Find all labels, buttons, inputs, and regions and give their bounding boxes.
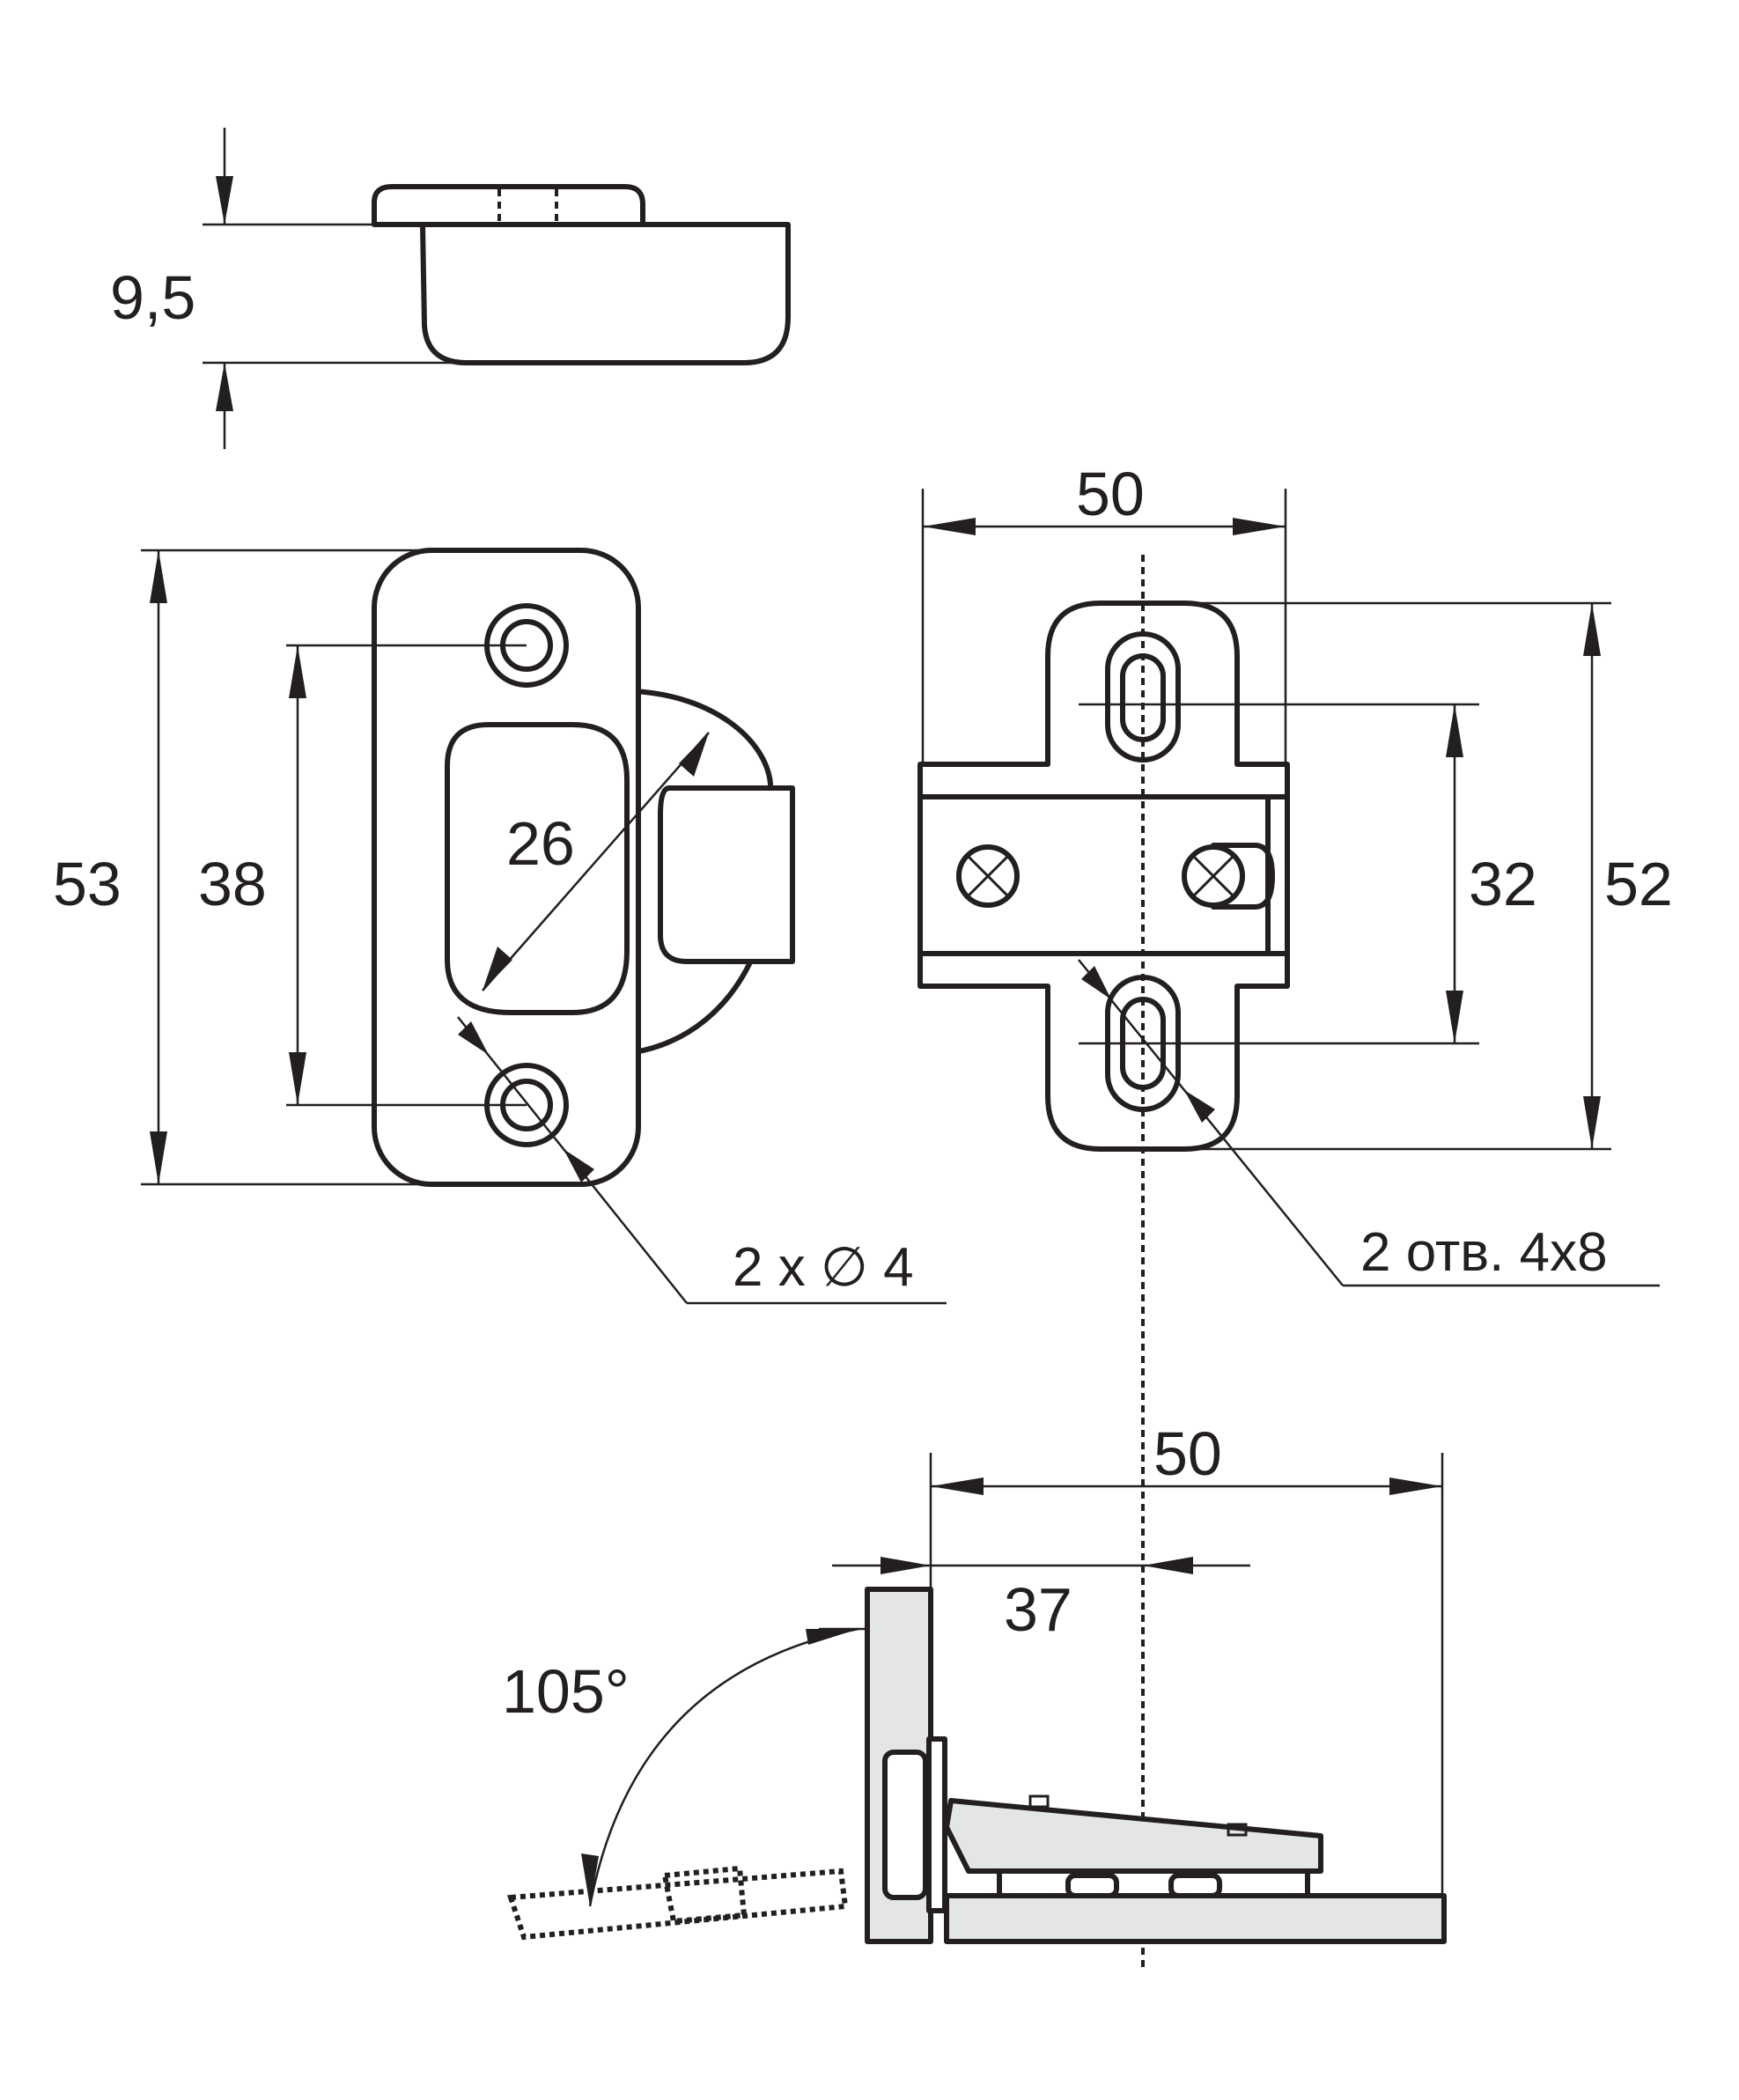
arrow (1081, 966, 1111, 999)
base-screw (1168, 1873, 1222, 1898)
diameter-line (482, 732, 710, 991)
base-screw (1065, 1873, 1119, 1898)
arrow (483, 947, 512, 991)
side-mounted-view: 105° 50 37 (502, 1419, 1447, 1944)
slot-spacing-label: 32 (1469, 850, 1537, 918)
open-door-outline (506, 1868, 849, 1941)
hinge-arm-stub (658, 785, 795, 964)
arrow (1583, 603, 1601, 656)
arrow (216, 363, 233, 411)
screw-cross (1192, 855, 1234, 897)
side-width-label: 50 (1153, 1419, 1222, 1488)
arrow (1583, 1096, 1601, 1149)
arrow (679, 733, 709, 777)
holes-note: 2 x ∅ 4 (733, 1237, 914, 1298)
overall-height-label: 53 (53, 850, 122, 918)
arrow (931, 1477, 984, 1495)
hole-spacing-label: 38 (198, 850, 267, 918)
mounting-plate (917, 601, 1290, 1152)
hinge-knuckle (926, 1736, 947, 1913)
cabinet-side (944, 1893, 1447, 1944)
screw-cross-icon (956, 844, 1020, 908)
arrow (564, 1149, 594, 1183)
arm-base (997, 1868, 1310, 1898)
slots-note: 2 отв. 4x8 (1360, 1222, 1608, 1283)
angle-label: 105° (502, 1657, 630, 1726)
rivet (1227, 1823, 1248, 1837)
height-label: 9,5 (110, 263, 195, 332)
screw-cross (967, 855, 1009, 897)
arrow (150, 550, 167, 603)
screw-cross-icon (1182, 844, 1245, 908)
arrow (289, 1052, 306, 1105)
cup-front-view: 53 38 26 2 x ∅ 4 (53, 548, 947, 1305)
side-offset-label: 37 (1004, 1575, 1072, 1644)
arrow (581, 1853, 599, 1906)
open-cup-outline (661, 1865, 748, 1925)
mounting-plate-view: 50 52 32 2 отв. 4x8 (917, 460, 1673, 1968)
angle-arc (588, 1627, 859, 1907)
arrow (806, 1629, 858, 1645)
rivet (1028, 1794, 1050, 1809)
hinge-arm (944, 1798, 1323, 1874)
arrow (150, 1131, 167, 1184)
arrow (458, 1021, 489, 1055)
arrow (1143, 1557, 1193, 1574)
leader-line (1078, 959, 1344, 1286)
arrow (1446, 991, 1463, 1043)
arrow (923, 518, 976, 535)
arrow (216, 176, 233, 225)
arrow (881, 1557, 931, 1574)
top-profile-view: 9,5 (110, 128, 791, 449)
arrow (1233, 518, 1286, 535)
cup-opening (445, 722, 630, 1015)
cup-flange (372, 184, 645, 227)
plate-width-label: 50 (1076, 460, 1145, 528)
arrow (289, 645, 306, 698)
arrow (1446, 704, 1463, 757)
cup-diameter-label: 26 (506, 809, 575, 878)
cup-body (420, 222, 791, 365)
arrow (1184, 1090, 1215, 1123)
plate-height-label: 52 (1604, 850, 1673, 918)
arrow (1389, 1477, 1442, 1495)
slotted-hole (1211, 843, 1275, 910)
cup-in-door (882, 1750, 928, 1900)
